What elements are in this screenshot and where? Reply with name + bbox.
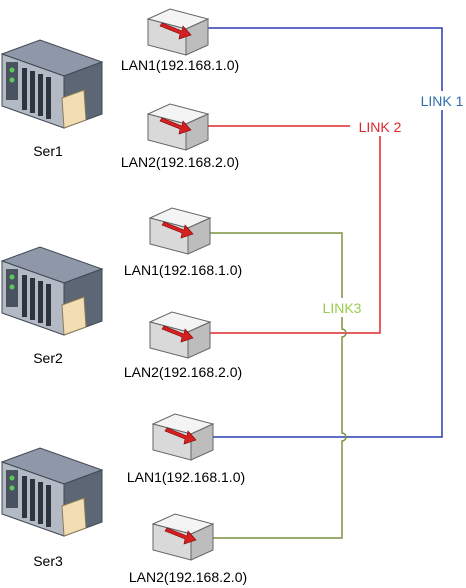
switch-ser2-lan1: LAN1(192.168.1.0) [124, 207, 242, 278]
switch-ser2-lan2: LAN2(192.168.2.0) [124, 311, 242, 380]
network-switch-icon [149, 207, 211, 255]
link1-line [206, 27, 443, 438]
network-switch-icon [152, 513, 214, 561]
switch-label: LAN1(192.168.1.0) [121, 57, 239, 73]
server-icon [1, 447, 103, 537]
server-label: Ser2 [33, 350, 63, 366]
switch-label: LAN1(192.168.1.0) [127, 469, 245, 485]
server-label: Ser1 [33, 143, 63, 159]
link1-label: LINK 1 [421, 93, 464, 109]
server-ser3: Ser3 [1, 447, 103, 569]
server-icon [1, 39, 103, 129]
switch-ser3-lan2: LAN2(192.168.2.0) [129, 513, 247, 585]
link2-line [207, 125, 381, 334]
link2-label: LINK 2 [359, 119, 402, 135]
network-switch-icon [149, 311, 211, 359]
link3-label: LINK3 [323, 300, 362, 316]
switch-label: LAN2(192.168.2.0) [129, 569, 247, 585]
network-switch-icon [147, 103, 209, 151]
network-switch-icon [147, 8, 209, 56]
switch-label: LAN2(192.168.2.0) [124, 364, 242, 380]
server-icon [1, 246, 103, 336]
switch-ser1-lan1: LAN1(192.168.1.0) [121, 8, 239, 73]
link3-line [208, 232, 347, 539]
link2-label-group: LINK 2 [350, 117, 410, 136]
switch-ser3-lan1: LAN1(192.168.1.0) [127, 413, 245, 485]
link-lines [206, 27, 443, 539]
switch-label: LAN2(192.168.2.0) [121, 154, 239, 170]
link3-label-group: LINK3 [316, 298, 368, 317]
link1-label-group: LINK 1 [414, 91, 466, 110]
switch-ser1-lan2: LAN2(192.168.2.0) [121, 103, 239, 170]
server-label: Ser3 [33, 553, 63, 569]
server-ser1: Ser1 [1, 39, 103, 159]
server-ser2: Ser2 [1, 246, 103, 366]
switch-label: LAN1(192.168.1.0) [124, 262, 242, 278]
network-switch-icon [152, 413, 214, 461]
